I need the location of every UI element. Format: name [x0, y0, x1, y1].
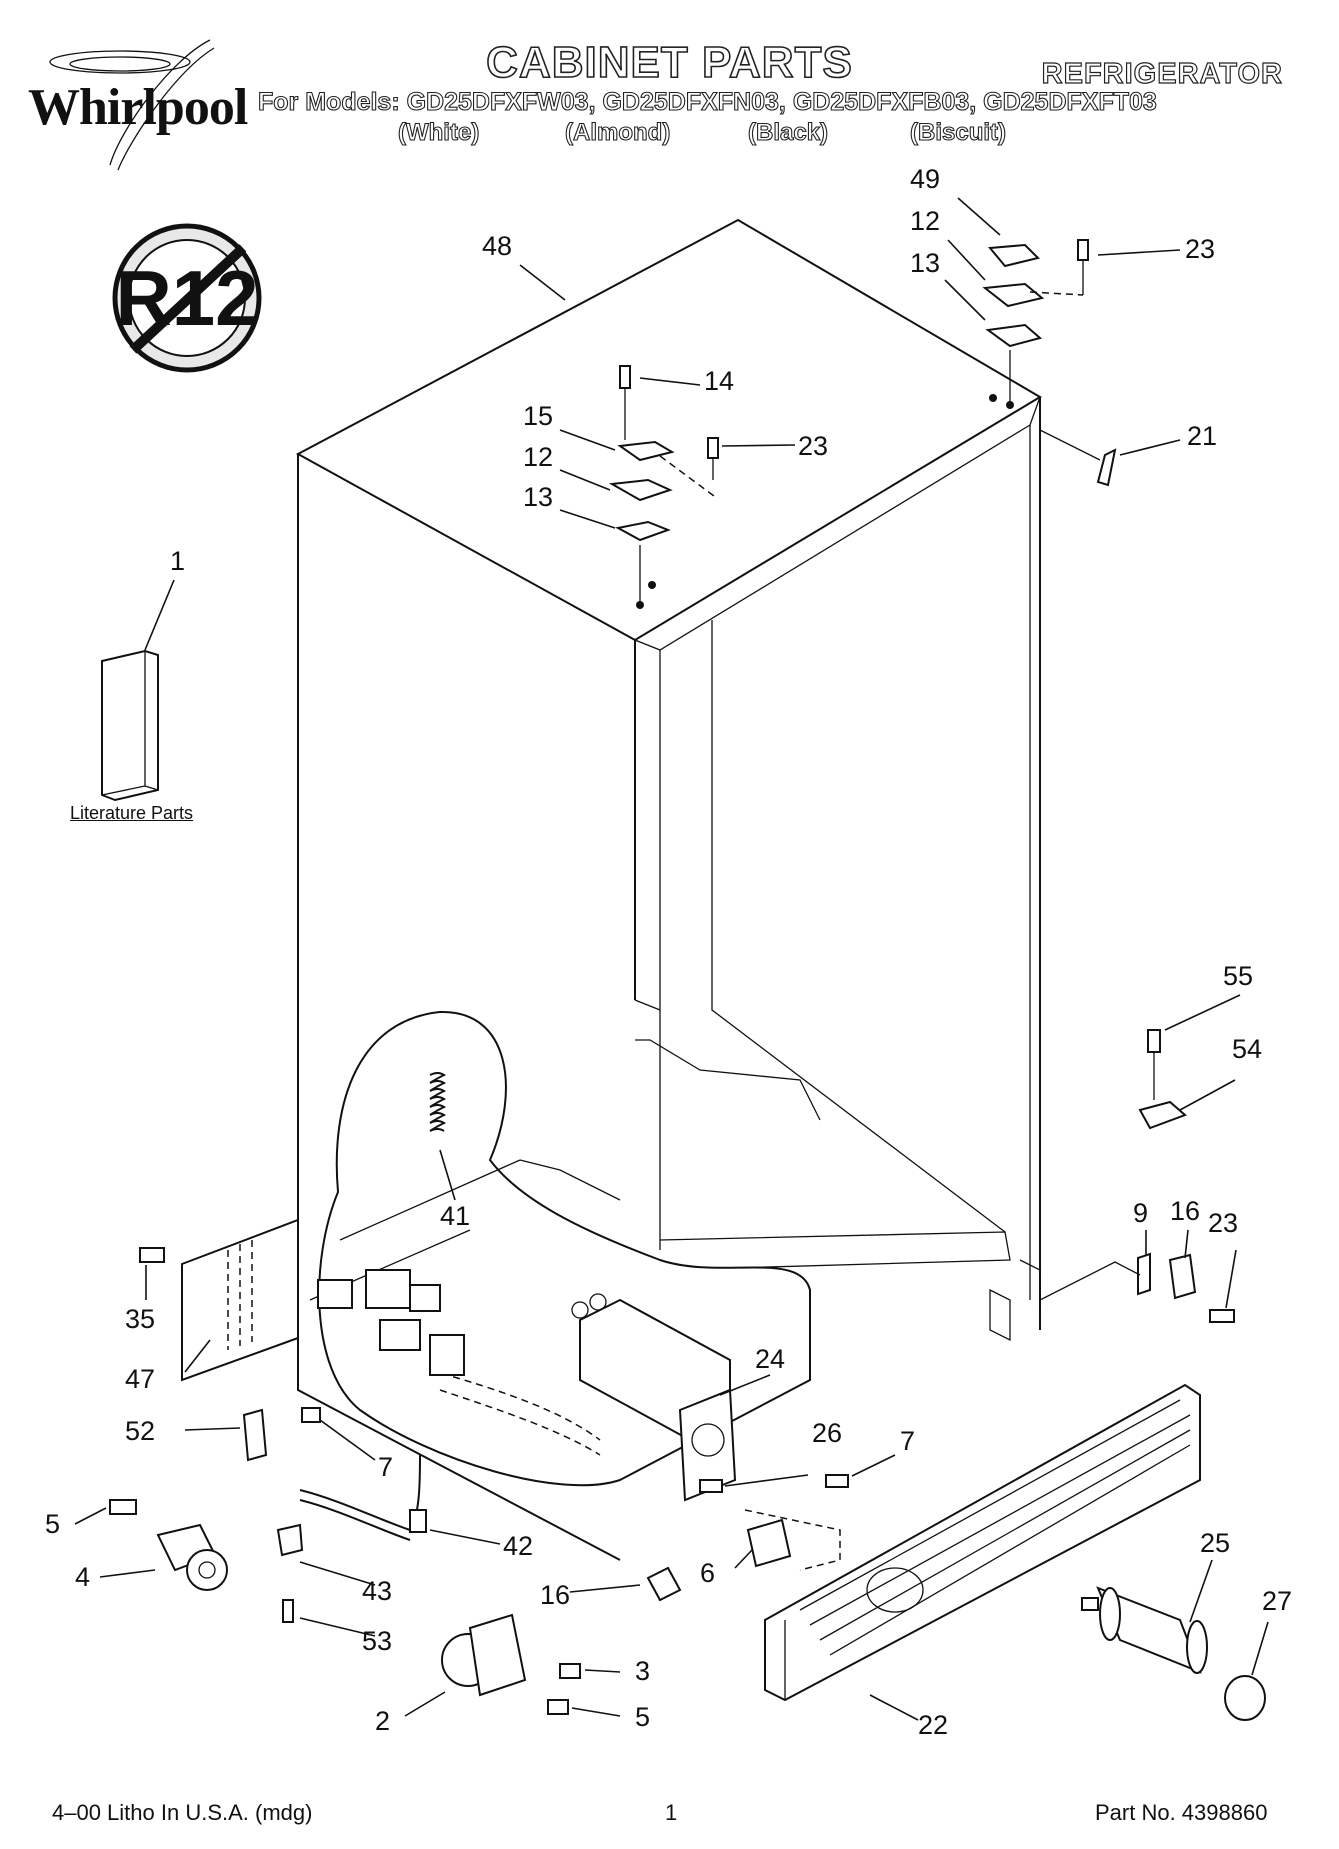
callout-35: 35 [125, 1304, 155, 1334]
callout-13-left: 13 [523, 482, 553, 512]
callout-42: 42 [503, 1531, 533, 1561]
callout-26: 26 [812, 1418, 842, 1448]
part-9-16-hinge [1039, 1252, 1235, 1323]
callout-27: 27 [1262, 1586, 1292, 1616]
callout-14: 14 [704, 366, 734, 396]
callout-24: 24 [755, 1344, 785, 1374]
toe-grille-22 [764, 1383, 1201, 1702]
callout-5-left: 5 [45, 1509, 60, 1539]
callout-13-right: 13 [910, 248, 940, 278]
callout-47: 47 [125, 1364, 155, 1394]
callout-48: 48 [482, 231, 512, 261]
color-white-label: (White) [397, 118, 480, 146]
color-biscuit-label: (Biscuit) [909, 118, 1006, 146]
callout-16-left: 16 [540, 1580, 570, 1610]
top-hinge-right [982, 239, 1089, 409]
callout-55: 55 [1223, 961, 1253, 991]
category-label: REFRIGERATOR [1041, 57, 1283, 90]
models-line: For Models: GD25DFXFW03, GD25DFXFN03, GD… [257, 87, 1157, 116]
part-21-clip [1096, 448, 1117, 487]
relay-components [317, 1269, 465, 1376]
footer-page-number: 1 [665, 1800, 678, 1825]
callout-6: 6 [700, 1558, 715, 1588]
defrost-duct-24 [571, 1293, 737, 1502]
callout-12-left: 12 [523, 442, 553, 472]
cutaway-compartment [309, 1010, 811, 1487]
color-black-label: (Black) [747, 118, 829, 146]
callout-22: 22 [918, 1710, 948, 1740]
footer-part-number: Part No. 4398860 [1095, 1800, 1268, 1825]
callout-5-bottom: 5 [635, 1702, 650, 1732]
callout-7-left: 7 [378, 1452, 393, 1482]
screw-7 [825, 1474, 849, 1488]
callout-23-right: 23 [1208, 1208, 1238, 1238]
callout-numbers: 48 49 12 13 23 14 15 12 13 23 21 1 41 55… [45, 164, 1292, 1740]
rear-roller-2 [441, 1613, 581, 1715]
literature-parts-label: Literature Parts [70, 803, 194, 823]
water-filter-25 [1081, 1586, 1266, 1721]
callout-25: 25 [1200, 1528, 1230, 1558]
callout-23-top-left: 23 [798, 431, 828, 461]
callout-1: 1 [170, 546, 185, 576]
callout-9: 9 [1133, 1198, 1148, 1228]
leader-lines [74, 197, 1269, 1721]
footer-litho: 4–00 Litho In U.S.A. (mdg) [52, 1800, 313, 1825]
callout-23-top-right: 23 [1185, 234, 1215, 264]
cabinet-body [295, 218, 1042, 1561]
part-52-bracket [242, 1408, 268, 1462]
water-line-42 [276, 1454, 427, 1623]
heater-coil [429, 1072, 446, 1132]
callout-43: 43 [362, 1576, 392, 1606]
color-almond-label: (Almond) [564, 118, 671, 146]
callout-21: 21 [1187, 421, 1217, 451]
callout-15: 15 [523, 401, 553, 431]
callout-7-right: 7 [900, 1426, 915, 1456]
part-54-55-bracket [1138, 1029, 1187, 1130]
front-roller-4 [109, 1499, 228, 1591]
screw-26 [699, 1479, 723, 1493]
callout-16-right: 16 [1170, 1196, 1200, 1226]
access-panel-47 [139, 1218, 299, 1382]
no-r12-badge-icon: R12 [112, 223, 262, 373]
callout-41: 41 [440, 1201, 470, 1231]
callout-3: 3 [635, 1656, 650, 1686]
callout-52: 52 [125, 1416, 155, 1446]
callout-53: 53 [362, 1626, 392, 1656]
page-title: CABINET PARTS [485, 37, 853, 88]
part-16-stop [646, 1566, 682, 1602]
literature-booklet [101, 649, 159, 802]
callout-49: 49 [910, 164, 940, 194]
whirlpool-logo: Whirlpool [28, 79, 248, 136]
callout-54: 54 [1232, 1034, 1262, 1064]
callout-12-right: 12 [910, 206, 940, 236]
whirlpool-swirl-icon [49, 39, 215, 171]
top-hinge-left [608, 365, 719, 609]
callout-4: 4 [75, 1562, 90, 1592]
callout-2: 2 [375, 1706, 390, 1736]
part-6-clip [746, 1518, 792, 1568]
